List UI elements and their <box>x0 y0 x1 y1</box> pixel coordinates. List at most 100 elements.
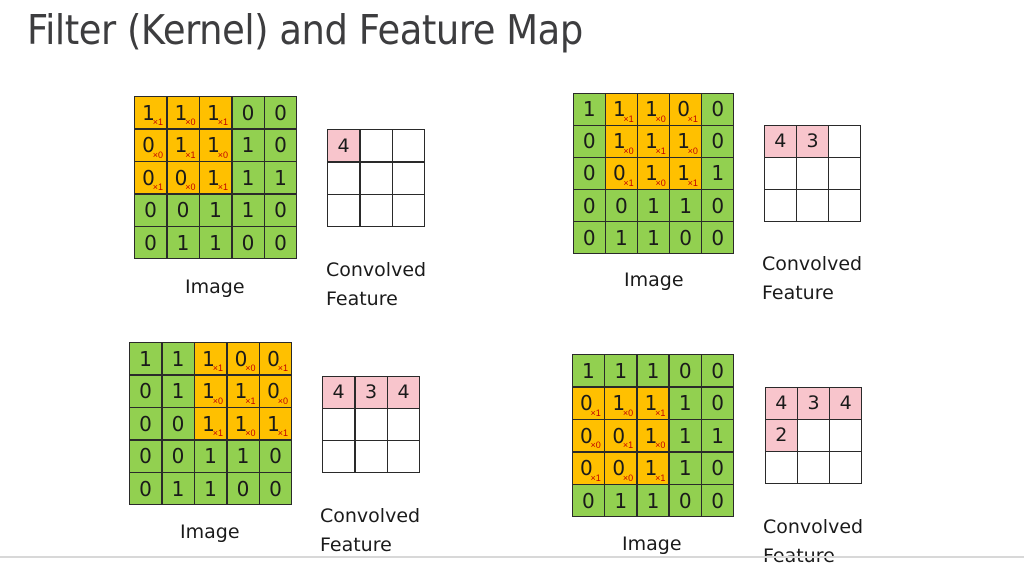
pixel-value: 1 <box>711 423 724 448</box>
kernel-window-cell: 0×1 <box>135 162 166 193</box>
kernel-weight: ×0 <box>622 472 634 483</box>
image-cell: 1 <box>638 190 669 221</box>
pixel-value: 0 <box>580 391 593 415</box>
feature-cell <box>360 162 392 194</box>
pixel-value: 0 <box>711 97 725 122</box>
kernel-weight: ×1 <box>590 407 601 418</box>
image-cell: 0 <box>135 227 166 258</box>
image-cell: 0 <box>702 94 733 125</box>
kernel-window-cell: 1×1 <box>167 129 199 161</box>
image-cell: 0 <box>227 473 259 504</box>
kernel-window-cell: 0×1 <box>670 94 701 125</box>
convolved-label: Convolved <box>763 516 864 538</box>
feature-cell <box>829 126 860 157</box>
image-cell: 1 <box>162 375 194 407</box>
feature-cell: 4 <box>765 126 796 157</box>
pixel-value: 0 <box>582 225 596 250</box>
feature-cell <box>765 158 796 189</box>
image-cell: 0 <box>162 408 194 439</box>
pixel-value: 1 <box>207 165 220 190</box>
pixel-value: 1 <box>174 133 188 157</box>
pixel-value: 1 <box>613 129 626 154</box>
pixel-value: 0 <box>274 198 287 222</box>
pixel-value: 1 <box>204 444 217 468</box>
image-cell: 0 <box>130 375 161 407</box>
kernel-weight: ×0 <box>590 440 601 450</box>
image-cell: 0 <box>232 227 264 258</box>
pixel-value: 1 <box>207 133 220 157</box>
kernel-weight: ×0 <box>245 363 256 373</box>
image-cell: 1 <box>605 485 637 516</box>
kernel-window-cell: 1×1 <box>606 94 637 125</box>
kernel-weight: ×1 <box>687 177 698 188</box>
image-cell: 0 <box>574 222 605 253</box>
convolved-feature-grid: 4 <box>327 129 425 227</box>
image-cell: 0 <box>265 227 296 258</box>
kernel-window-cell: 1×1 <box>200 97 231 128</box>
pixel-value: 1 <box>647 225 660 250</box>
pixel-value: 0 <box>613 161 626 186</box>
kernel-weight: ×1 <box>217 182 228 192</box>
image-cell: 1 <box>573 355 604 386</box>
kernel-window-cell: 1×0 <box>670 126 701 157</box>
feature-cell <box>798 452 829 483</box>
pixel-value: 0 <box>142 165 155 190</box>
pixel-value: 0 <box>711 358 724 383</box>
kernel-weight: ×0 <box>655 177 666 188</box>
image-cell: 1 <box>265 162 296 193</box>
image-cell: 0 <box>702 190 733 221</box>
convolved-label: Convolved <box>320 505 421 527</box>
pixel-value: 1 <box>174 100 188 125</box>
feature-cell: 3 <box>798 388 829 419</box>
image-cell: 0 <box>135 194 166 226</box>
image-cell: 1 <box>200 227 231 258</box>
feature-cell <box>328 195 359 226</box>
pixel-value: 0 <box>612 456 626 480</box>
kernel-weight: ×1 <box>245 395 256 406</box>
image-cell: 0 <box>260 473 291 504</box>
image-cell: 1 <box>637 355 669 386</box>
feature-cell <box>360 195 392 226</box>
kernel-window-cell: 1×1 <box>670 158 701 189</box>
kernel-window-cell: 1×1 <box>195 408 226 439</box>
kernel-window-cell: 1×0 <box>638 158 669 189</box>
kernel-weight: ×1 <box>623 113 634 124</box>
feature-cell <box>388 409 419 440</box>
image-cell: 0 <box>669 485 701 516</box>
image-label: Image <box>624 269 684 291</box>
feature-cell <box>360 130 392 161</box>
pixel-value: 1 <box>646 358 660 383</box>
kernel-window-cell: 1×1 <box>135 97 166 128</box>
pixel-value: 1 <box>139 346 152 371</box>
kernel-window-cell: 1×0 <box>195 375 226 407</box>
pixel-value: 0 <box>678 358 692 383</box>
kernel-window-cell: 0×0 <box>605 452 637 484</box>
pixel-value: 1 <box>678 423 692 448</box>
image-cell: 0 <box>130 473 161 504</box>
image-cell: 1 <box>702 420 733 451</box>
kernel-window-cell: 0×0 <box>135 129 166 161</box>
image-cell: 1 <box>232 129 264 161</box>
pixel-value: 1 <box>142 100 155 125</box>
kernel-window-cell: 0×1 <box>605 420 637 451</box>
pixel-value: 0 <box>615 193 628 218</box>
convolved-label: Convolved <box>326 259 427 281</box>
kernel-weight: ×1 <box>152 182 163 192</box>
kernel-weight: ×1 <box>152 117 163 127</box>
image-cell: 0 <box>702 387 733 419</box>
image-label: Image <box>180 521 240 543</box>
kernel-weight: ×1 <box>655 407 666 418</box>
pixel-value: 1 <box>171 346 185 371</box>
image-cell: 1 <box>670 190 701 221</box>
image-cell: 0 <box>162 440 194 472</box>
kernel-weight: ×1 <box>687 113 698 124</box>
feature-cell: 2 <box>766 420 797 451</box>
feature-cell: 4 <box>388 377 419 408</box>
pixel-value: 1 <box>202 379 215 403</box>
kernel-window-cell: 1×0 <box>200 129 231 161</box>
pixel-value: 0 <box>711 391 724 415</box>
feature-cell <box>388 441 419 472</box>
